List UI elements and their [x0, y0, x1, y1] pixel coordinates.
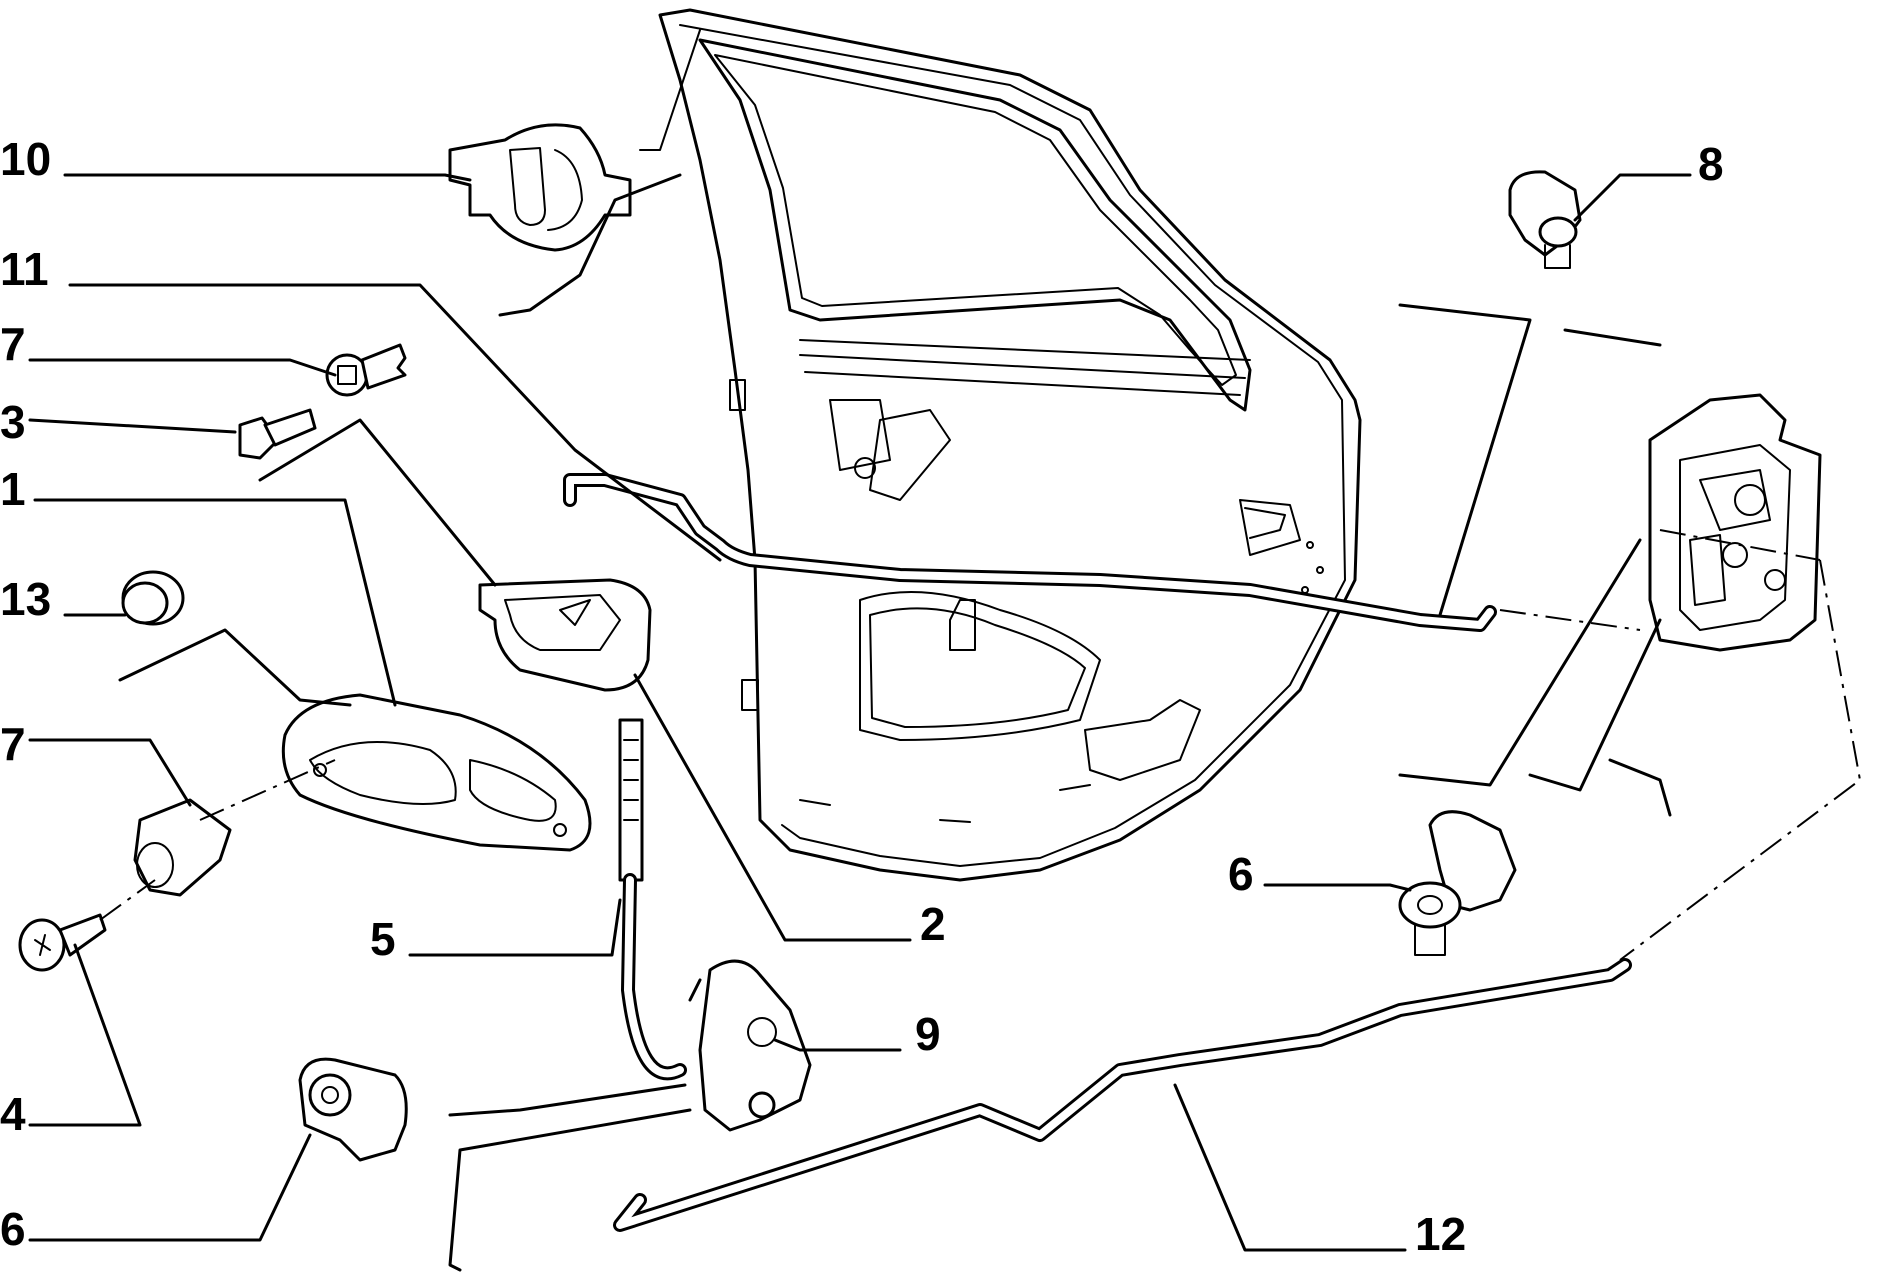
lock-bracket-10	[448, 123, 632, 252]
door-panel	[658, 8, 1362, 882]
callout-8: 8	[1698, 138, 1724, 190]
inner-handle-11	[478, 578, 652, 692]
callout-5: 5	[370, 913, 396, 965]
rod-clip-8	[1508, 170, 1582, 269]
bolt-3	[238, 408, 317, 460]
callout-1: 1	[0, 463, 26, 515]
callout-11: 11	[0, 243, 49, 295]
push-rivet-7-top	[325, 343, 407, 397]
lock-mechanism	[1648, 393, 1822, 652]
door-rod-upper	[563, 473, 1497, 632]
callout-labels: 10 11 7 3 1 13 7 4 6 5 2 9 12 8 6	[0, 133, 1724, 1260]
cone-clip-7-lower	[133, 798, 232, 897]
plug-13	[121, 570, 185, 626]
callout-7-lower: 7	[0, 718, 26, 770]
rod-clip-6-left	[298, 1057, 408, 1162]
escutcheon-1	[281, 693, 592, 852]
rod-5	[618, 718, 687, 1081]
callout-4: 4	[0, 1088, 26, 1140]
callout-leaders	[28, 173, 1692, 1252]
callout-10: 10	[0, 133, 51, 185]
callout-3: 3	[0, 396, 26, 448]
callout-9: 9	[915, 1008, 941, 1060]
door-rod-lower	[613, 958, 1632, 1232]
lock-bracket-9	[698, 959, 812, 1132]
callout-6-left: 6	[0, 1203, 26, 1255]
callout-7-top: 7	[0, 318, 26, 370]
callout-2: 2	[920, 898, 946, 950]
screw-4	[18, 913, 107, 972]
rod-clip-6-right	[1398, 810, 1517, 956]
callout-6-right: 6	[1228, 848, 1254, 900]
callout-12: 12	[1415, 1208, 1466, 1260]
callout-13: 13	[0, 573, 51, 625]
assembly-guide-lines	[99, 29, 1862, 1272]
